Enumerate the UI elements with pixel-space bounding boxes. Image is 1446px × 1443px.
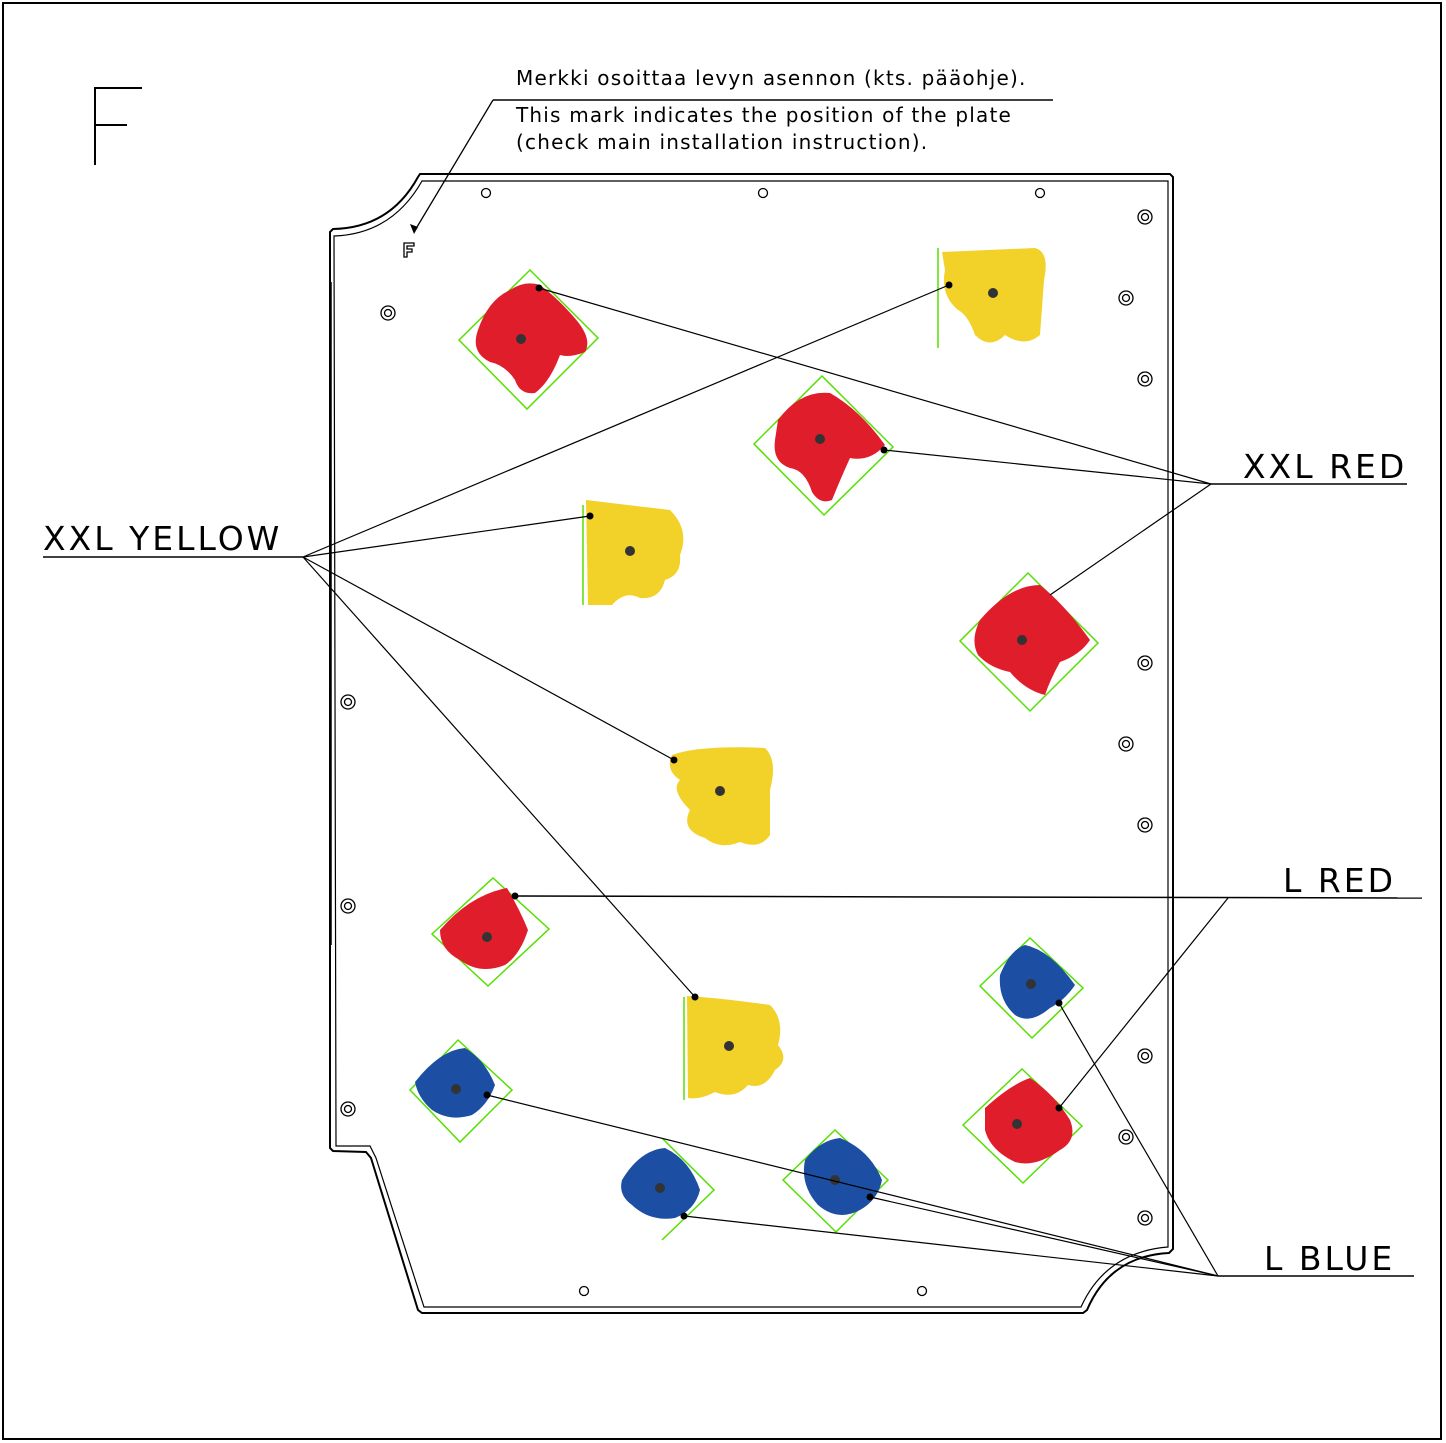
bolt-hole	[1137, 1210, 1153, 1226]
xxl-red-hold	[958, 571, 1100, 713]
mounting-holes	[480, 187, 1046, 1297]
xxl-yellow-hold	[937, 248, 1046, 348]
mounting-hole	[916, 1285, 928, 1297]
bolt-hole	[380, 305, 396, 321]
note-english-2: (check main installation instruction).	[516, 130, 928, 154]
l-blue-hold	[978, 936, 1085, 1040]
l-blue-hold	[781, 1128, 890, 1234]
xxl-yellow-hold	[582, 500, 684, 605]
plate-outline	[329, 173, 1174, 1314]
xxl-yellow-holds	[582, 248, 1046, 1100]
l-blue-hold	[408, 1038, 514, 1144]
l-blue-hold	[621, 1137, 716, 1241]
leader-lines	[43, 284, 1423, 1277]
mounting-hole	[757, 187, 769, 199]
l-red-hold	[430, 876, 551, 988]
bolt-hole	[1137, 817, 1153, 833]
bolt-hole	[1137, 371, 1153, 387]
note-finnish: Merkki osoittaa levyn asennon (kts. pääo…	[516, 66, 1027, 90]
position-marker-icon	[403, 242, 415, 258]
xxl-red-holds	[457, 268, 1100, 713]
bolt-hole	[1137, 1048, 1153, 1064]
bolt-hole	[1118, 736, 1134, 752]
note-leader	[413, 99, 494, 233]
bolt-holes	[340, 209, 1153, 1226]
mounting-hole	[1034, 187, 1046, 199]
bolt-hole	[1118, 290, 1134, 306]
bolt-hole	[1118, 1129, 1134, 1145]
label-l-red: L RED	[1283, 861, 1396, 900]
bolt-hole	[1137, 655, 1153, 671]
bolt-hole	[340, 898, 356, 914]
l-red-hold	[961, 1067, 1084, 1185]
bolt-hole	[340, 694, 356, 710]
note-english-1: This mark indicates the position of the …	[515, 103, 1012, 127]
xxl-red-hold	[457, 268, 600, 411]
bolt-hole	[340, 1101, 356, 1117]
label-xxl-red: XXL RED	[1243, 447, 1407, 486]
xxl-red-hold	[752, 374, 895, 517]
label-xxl-yellow: XXL YELLOW	[43, 519, 282, 558]
label-l-blue: L BLUE	[1264, 1239, 1395, 1278]
bolt-hole	[1137, 209, 1153, 225]
mounting-hole	[480, 187, 492, 199]
note-arrowhead	[410, 224, 418, 234]
leader-dots	[483, 281, 1063, 1220]
xxl-yellow-hold	[669, 747, 774, 846]
xxl-yellow-hold	[683, 996, 784, 1100]
l-red-holds	[430, 876, 1084, 1185]
plate-letter-F	[94, 87, 142, 165]
mounting-hole	[578, 1285, 590, 1297]
l-blue-holds	[408, 936, 1085, 1241]
